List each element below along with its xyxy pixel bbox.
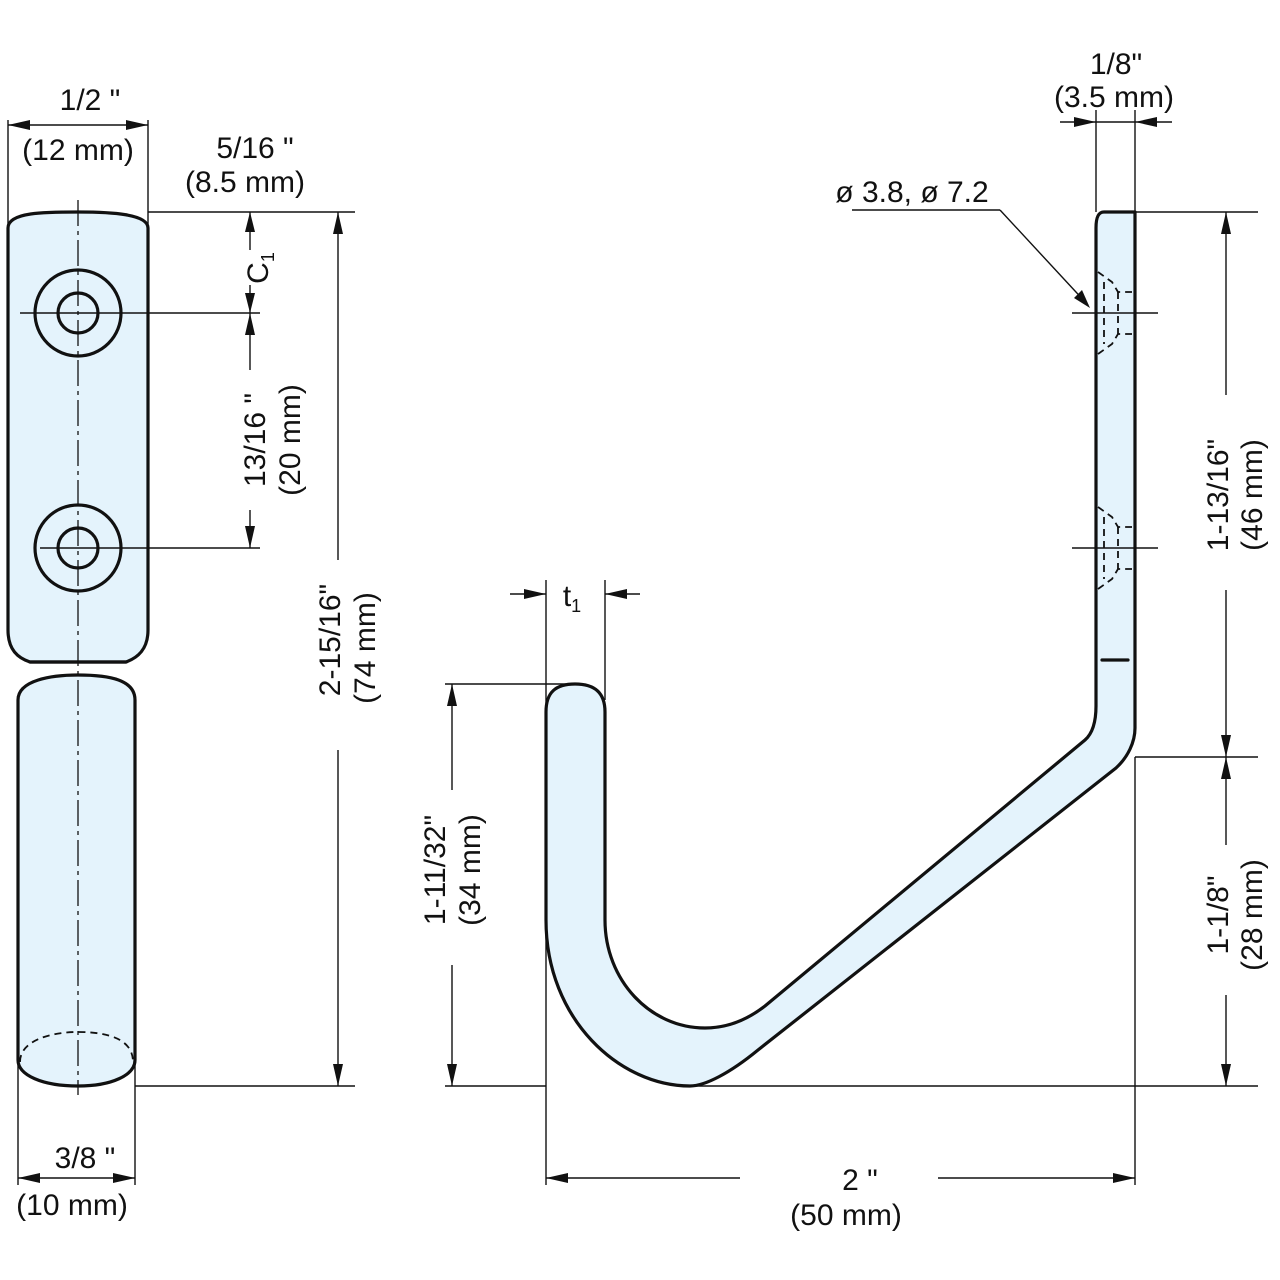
height-mm: (74 mm) — [349, 592, 382, 704]
front-width-mm: (12 mm) — [22, 134, 134, 167]
height-in: 2-15/16" — [314, 584, 347, 696]
front-rod — [16, 673, 137, 1088]
front-offset-mm: (8.5 mm) — [185, 166, 305, 199]
rod-end-hidden-ellipse — [19, 1031, 134, 1063]
thickness-in: 1/8" — [1090, 48, 1142, 81]
hook-height-mm: (34 mm) — [454, 814, 487, 926]
side-view: ø 3.8, ø 7.2 1/8" (3.5 mm) 1-13/16" (46 … — [419, 48, 1280, 1232]
rod-dia-in: 3/8 " — [55, 1142, 116, 1175]
hole-pitch-in: 13/16 " — [239, 393, 272, 487]
lower-length-in: 1-1/8" — [1202, 875, 1235, 954]
lower-length-mm: (28 mm) — [1236, 859, 1269, 971]
front-offset-in: 5/16 " — [216, 132, 293, 165]
front-width-in: 1/2 " — [60, 84, 121, 117]
hole-pitch-mm: (20 mm) — [274, 384, 307, 496]
c1-label: C1 — [242, 252, 278, 284]
hook-height-in: 1-11/32" — [419, 815, 452, 925]
holes-callout: ø 3.8, ø 7.2 — [835, 176, 988, 209]
width-mm: (50 mm) — [790, 1199, 902, 1232]
front-view: 1/2 " (12 mm) 5/16 " (8.5 mm) C1 13/16 "… — [6, 84, 386, 1222]
hook-body — [544, 210, 1137, 1088]
width-in: 2 " — [842, 1164, 878, 1197]
upper-length-mm: (46 mm) — [1236, 439, 1269, 551]
t1-label: t1 — [563, 580, 581, 616]
thickness-mm: (3.5 mm) — [1054, 81, 1174, 114]
rod-dia-mm: (10 mm) — [16, 1189, 128, 1222]
upper-length-in: 1-13/16" — [1202, 439, 1235, 551]
